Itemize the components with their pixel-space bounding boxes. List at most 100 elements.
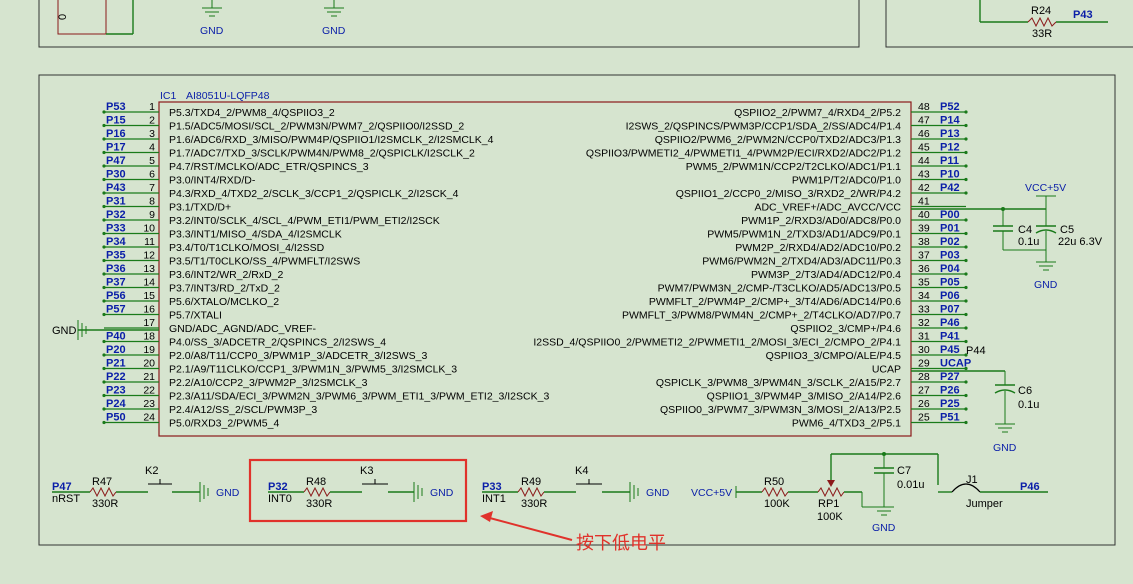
c6-value: 0.1u (1018, 399, 1039, 411)
ic1-part: AI8051U-LQFP48 (186, 90, 270, 102)
ic1-right-pin: 33PWMFLT_3/PWM8/PWM4N_2/CMP+_2/T4CLKO/AD… (622, 304, 968, 322)
ic1-left-net-label: P32 (106, 209, 126, 221)
ic1-left-pin-name: P2.4/A12/SS_2/SCL/PWM3P_3 (169, 404, 317, 416)
ic1-right-net-label: P42 (940, 182, 960, 194)
ic1-right-net-label: P00 (940, 209, 960, 221)
ic1-left-net-label: P37 (106, 277, 126, 289)
ic1-right-pin-number: 34 (918, 290, 930, 302)
r47-value: 330R (92, 498, 118, 510)
ic1-left-pin-name: P3.2/INT0/SCLK_4/SCL_4/PWM_ETI1/PWM_ETI2… (169, 215, 440, 227)
btn1-sub: nRST (52, 493, 80, 505)
ic1-right-pin-number: 37 (918, 250, 930, 262)
ic1-left-pin-number: 11 (144, 236, 155, 248)
ic1-left-pin-number: 4 (149, 142, 155, 154)
k3-gnd-label: GND (430, 487, 454, 499)
pin17-gnd: GND (52, 320, 159, 340)
ic1-right-net-label: P12 (940, 142, 960, 154)
ic1-right-net-label: P51 (940, 412, 960, 424)
ic1-right-net-label: P13 (940, 128, 960, 140)
ic1-right-net-label: P25 (940, 398, 960, 410)
k3-ref: K3 (360, 465, 373, 477)
ic1-left-net-label: P30 (106, 169, 126, 181)
main-frame (38, 74, 1116, 546)
ic1-left-pin-name: P3.6/INT2/WR_2/RxD_2 (169, 269, 284, 281)
ic1-left-pin-number: 6 (149, 169, 155, 181)
top-gnd-label-1: GND (200, 25, 224, 37)
ic1-right-pin-name: QSPIIO1_3/PWM4P_3/MISO_2/A14/P2.6 (707, 391, 902, 403)
ic1-left-pin-number: 3 (149, 128, 155, 140)
ic1-left-pin-name: P3.5/T1/T0CLKO/SS_4/PWMFLT/I2SWS (169, 256, 360, 268)
ic1-left-net-label: P22 (106, 371, 126, 383)
ic1-left-pin-number: 18 (143, 331, 155, 343)
ic1-right-net-label: P05 (940, 277, 960, 289)
annotation-arrow (480, 511, 573, 541)
c6-gnd-label: GND (993, 442, 1017, 454)
ic1-left-pin-name: P2.2/A10/CCP2_3/PWM2P_3/I2SMCLK_3 (169, 377, 368, 389)
ic1-left-net-label: P57 (106, 304, 126, 316)
ic1-left-net-label: P35 (106, 250, 126, 262)
ic1-left-pin-name: P1.5/ADC5/MOSI/SCL_2/PWM3N/PWM7_2/QSPIIO… (169, 121, 464, 133)
ic1-left-net-label: P33 (106, 223, 126, 235)
ic1-right-pin-number: 46 (918, 128, 930, 140)
ic1-left-net-label: P56 (106, 290, 126, 302)
ic1-right-pin-number: 32 (918, 317, 930, 329)
ic1-right-pin-name: PWM3P_2/T3/AD4/ADC12/P0.4 (751, 269, 901, 281)
ic1-right-net-label: P41 (940, 331, 960, 343)
ic1-right-pin-number: 38 (918, 236, 930, 248)
ic1-left-net-label: P20 (106, 344, 126, 356)
ic1-right-pin-number: 29 (918, 358, 930, 370)
ic1-right-net-label: P03 (940, 250, 960, 262)
ic1-left-pin-number: 14 (143, 277, 155, 289)
ic1-right-pin: 34PWMFLT_2/PWM4P_2/CMP+_3/T4/AD6/ADC14/P… (649, 290, 968, 308)
highlight-box (248, 458, 468, 523)
ic1-right-pin-number: 41 (918, 196, 930, 208)
ic1-left-pin-name: P4.3/RXD_4/TXD2_2/SCLK_3/CCP1_2/QSPICLK_… (169, 188, 459, 200)
p44-label: P44 (966, 345, 986, 357)
ic1-right-pin-name: PWM7/PWM3N_2/CMP-/T3CLKO/AD5/ADC13/P0.5 (658, 283, 901, 295)
ic1-left-pin-name: P1.6/ADC6/RXD_3/MISO/PWM4P/QSPIIO1/I2SMC… (169, 134, 494, 146)
ic1-right-net-label: P06 (940, 290, 960, 302)
ic1-left-net-label: P16 (106, 128, 126, 140)
j1-value: Jumper (966, 498, 1003, 510)
top-left-frame (38, 0, 860, 48)
ic1-right-pin-name: UCAP (872, 364, 901, 376)
ic1-left-net-label: P53 (106, 101, 126, 113)
c6-ref: C6 (1018, 385, 1032, 397)
ucap-c6: C6 0.1u GND (911, 370, 1039, 454)
pot-vcc-label: VCC+5V (691, 487, 732, 499)
c7-ref: C7 (897, 465, 911, 477)
ic1-right-pin-name: PWM2P_2/RXD4/AD2/ADC10/P0.2 (735, 242, 901, 254)
c4-ref: C4 (1018, 224, 1032, 236)
ic1-right-pin: 47I2SWS_2/QSPINCS/PWM3P/CCP1/SDA_2/SS/AD… (626, 115, 968, 133)
ic1-left-pin-number: 8 (149, 196, 155, 208)
j1-ref: J1 (966, 474, 978, 486)
ic1-left-pin-number: 21 (143, 371, 155, 383)
ic1-left-pin-name: P5.7/XTALI (169, 310, 222, 322)
ic1-right-pin-number: 47 (918, 115, 930, 127)
c5-gnd-label: GND (1034, 279, 1058, 291)
ic1-right-pin-name: QSPIIO3/PWMETI2_4/PWMETI1_4/PWM2P/ECI/RX… (586, 148, 901, 160)
r49-value: 330R (521, 498, 547, 510)
ic1-right-pin-number: 25 (918, 412, 930, 424)
ic1-right-pin-number: 39 (918, 223, 930, 235)
ic1-left-pin-number: 22 (143, 385, 155, 397)
ic1-right-pin-number: 30 (918, 344, 930, 356)
ic1-right-net-label: P02 (940, 236, 960, 248)
